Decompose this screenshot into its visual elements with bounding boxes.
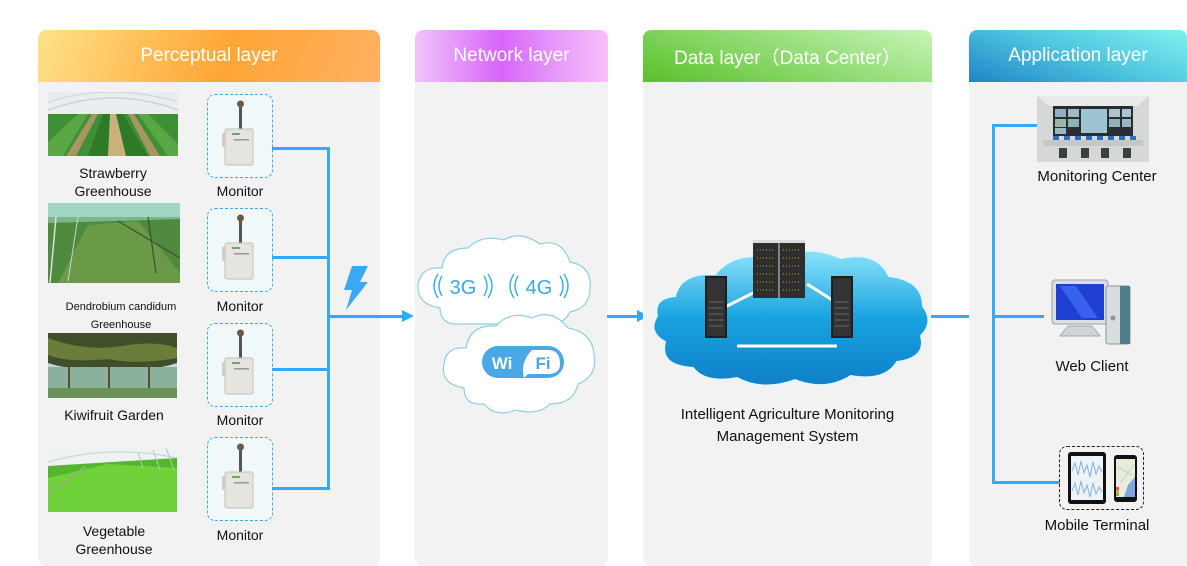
connector-monitor-4 [272,487,330,490]
strawberry-greenhouse-photo [48,92,178,156]
perceptual-layer-header: Perceptual layer [38,30,380,82]
system-label-line: Intelligent Agriculture Monitoring [680,406,895,423]
system-label-line: Management System [716,428,859,445]
connector-to-application [931,315,981,318]
endpoint-label-web-client: Web Client [1055,358,1129,375]
wifi-logo-icon: Wi Fi [482,346,564,378]
mobile-devices-icon [1068,452,1137,504]
monitor-label-4: Monitor [216,527,264,543]
server-tower-right-icon [831,276,853,338]
monitor-device-icon [222,100,254,166]
site-label-line: Vegetable [82,523,146,539]
connector-monitoring-center [992,124,1037,127]
data-system-label: Intelligent Agriculture Monitoring Manag… [643,404,932,448]
dendrobium-greenhouse-photo [48,203,180,283]
monitor-device-4[interactable] [207,437,273,521]
cellular-4g-label: 4G [526,277,553,299]
application-layer-header: Application layer [969,30,1187,82]
wifi-right-label: Fi [535,354,550,373]
control-room-icon[interactable] [1037,96,1149,162]
data-center-cloud-icon [652,240,930,387]
lightning-icon [344,266,368,310]
arrow-to-network-icon [402,310,414,322]
monitor-device-2[interactable] [207,208,273,292]
monitor-device-3[interactable] [207,323,273,407]
data-layer-header: Data layer（Data Center） [643,30,932,82]
server-rack-icon [753,240,805,298]
cellular-3g-label: 3G [450,277,477,299]
monitor-device-1[interactable] [207,94,273,178]
network-layer-header: Network layer [415,30,608,82]
site-label-line: Greenhouse [74,183,152,199]
monitor-device-icon [222,443,254,509]
site-label-strawberry: Strawberry Greenhouse [48,164,178,200]
network-clouds: 3G 4G Wi Fi [417,235,596,414]
connector-web-client [992,315,1044,318]
endpoint-label-monitoring-center: Monitoring Center [1037,168,1157,185]
site-label-kiwifruit: Kiwifruit Garden [64,407,164,423]
server-tower-left-icon [705,276,727,338]
monitor-device-icon [222,214,254,280]
mobile-terminal-frame[interactable] [1059,446,1144,510]
connector-bus [327,147,330,490]
connector-to-network [330,315,402,318]
site-label-line: Strawberry [79,165,147,181]
kiwifruit-garden-photo [48,333,177,398]
monitor-label-1: Monitor [216,183,264,199]
desktop-computer-icon[interactable] [1046,278,1136,348]
cellular-cloud-icon [417,235,591,326]
connector-monitor-2 [272,256,330,259]
monitor-label-3: Monitor [216,412,264,428]
connector-monitor-3 [272,368,330,371]
connector-mobile-terminal [992,481,1060,484]
application-bus [992,124,995,484]
connector-monitor-1 [272,147,330,150]
site-label-vegetable: Vegetable Greenhouse [48,522,180,558]
connector-to-data [607,315,637,318]
monitor-label-2: Monitor [216,298,264,314]
wifi-left-label: Wi [492,354,513,373]
monitor-device-icon [222,329,254,395]
endpoint-label-mobile-terminal: Mobile Terminal [1044,517,1150,534]
site-label-dendrobium: Dendrobium candidum Greenhouse [65,301,177,331]
signal-waves-icon [433,273,569,299]
vegetable-greenhouse-photo [48,448,177,512]
site-label-line: Greenhouse [75,541,153,557]
